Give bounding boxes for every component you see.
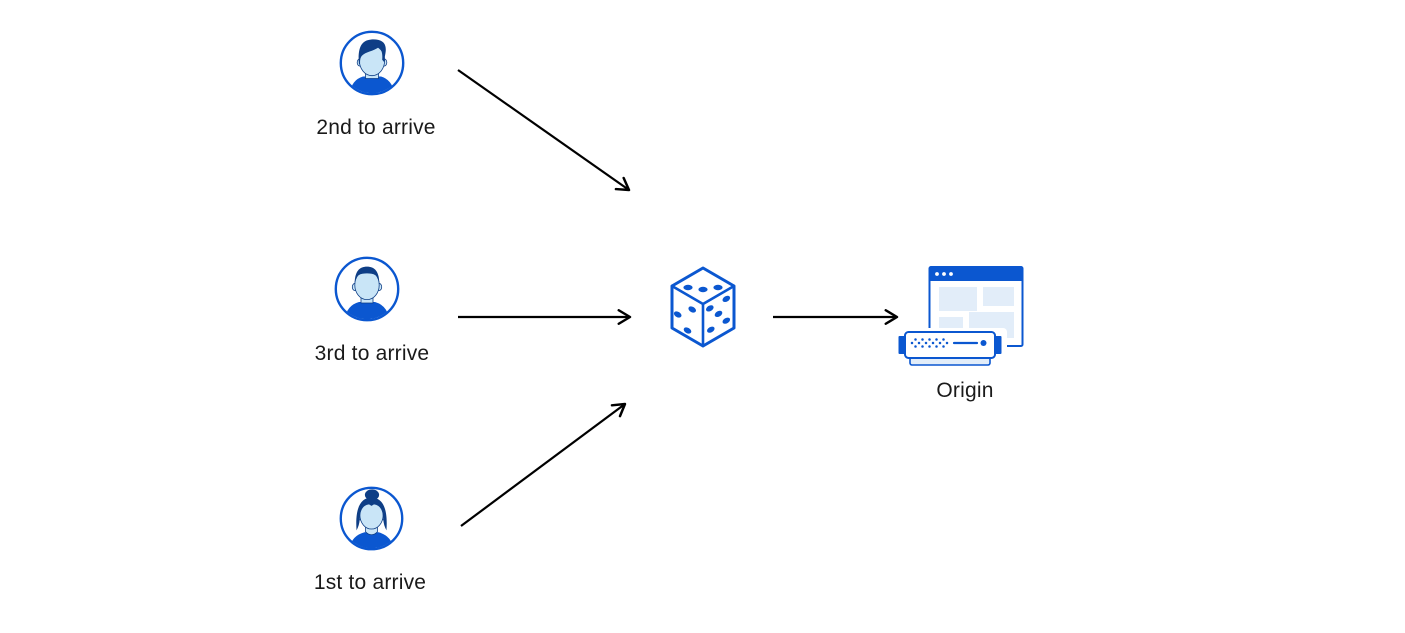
server-indicator-dot	[980, 340, 987, 346]
client-node-1st-to-arrive	[339, 486, 404, 551]
user-man-short-hair-avatar-icon	[334, 256, 400, 322]
client-node-2nd-to-arrive	[339, 30, 405, 96]
dice-right-face-pips	[706, 295, 731, 333]
arrow-client-1st-to-dice	[460, 402, 627, 527]
arrow-client-2nd-to-dice	[457, 69, 631, 192]
server-dot-matrix	[910, 338, 949, 348]
dice-icon	[670, 266, 736, 348]
user-man-quiff-avatar-icon	[339, 30, 405, 96]
dice-left-face-pips	[673, 306, 696, 334]
client-label-3rd-to-arrive: 3rd to arrive	[314, 342, 430, 365]
selector-node-dice	[669, 266, 737, 348]
client-label-1st-to-arrive: 1st to arrive	[313, 571, 427, 594]
client-node-3rd-to-arrive	[334, 256, 400, 322]
browser-window	[928, 266, 1024, 347]
dice-top-face-pips	[683, 284, 723, 293]
origin-node	[893, 257, 1033, 369]
origin-label: Origin	[936, 379, 994, 402]
user-woman-bun-avatar-icon	[339, 486, 404, 551]
origin-server	[895, 328, 1007, 368]
client-label-2nd-to-arrive: 2nd to arrive	[316, 116, 436, 139]
origin-server-browser-window-icon	[895, 266, 1024, 368]
